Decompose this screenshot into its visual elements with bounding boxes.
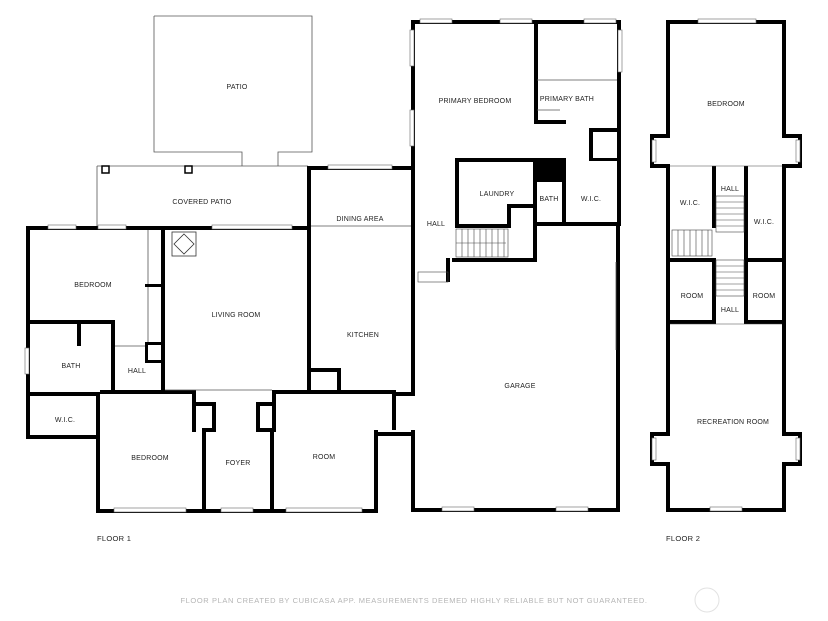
patio-outline bbox=[96, 15, 313, 226]
room-label-f2-hall-top: HALL bbox=[721, 186, 739, 193]
floor2-label: FLOOR 2 bbox=[666, 534, 700, 543]
room-label-f2-hall-bottom: HALL bbox=[721, 307, 739, 314]
room-label-kitchen: KITCHEN bbox=[347, 332, 379, 339]
room-label-f2-wic-left: W.I.C. bbox=[680, 200, 700, 207]
room-label-f2-room-left: ROOM bbox=[681, 293, 704, 300]
room-labels: PATIO COVERED PATIO DINING AREA PRIMARY … bbox=[55, 84, 775, 467]
floor2-windows bbox=[651, 18, 801, 512]
floor1-label: FLOOR 1 bbox=[97, 534, 131, 543]
room-label-bedroom-west: BEDROOM bbox=[74, 282, 112, 289]
floor2-details bbox=[670, 165, 782, 325]
room-label-covered-patio: COVERED PATIO bbox=[172, 199, 231, 206]
cubicasa-logo bbox=[694, 587, 720, 613]
room-label-dining-area: DINING AREA bbox=[336, 216, 383, 223]
room-label-foyer: FOYER bbox=[225, 460, 250, 467]
room-label-bath-upper: BATH bbox=[540, 196, 559, 203]
room-label-primary-bath: PRIMARY BATH bbox=[540, 96, 594, 103]
floor1-walls bbox=[26, 20, 621, 513]
room-label-patio: PATIO bbox=[227, 84, 248, 91]
room-label-wic-primary: W.I.C. bbox=[581, 196, 601, 203]
room-label-wic-west: W.I.C. bbox=[55, 417, 75, 424]
room-label-f2-bedroom: BEDROOM bbox=[707, 101, 745, 108]
room-label-bath-west: BATH bbox=[62, 363, 81, 370]
room-label-hall-main: HALL bbox=[427, 221, 445, 228]
floor1-windows bbox=[24, 18, 623, 513]
room-label-laundry: LAUNDRY bbox=[480, 191, 515, 198]
room-label-f2-recreation: RECREATION ROOM bbox=[697, 419, 769, 426]
room-label-f2-wic-right: W.I.C. bbox=[754, 219, 774, 226]
footer-disclaimer: FLOOR PLAN CREATED BY CUBICASA APP. MEAS… bbox=[180, 596, 647, 605]
room-label-living-room: LIVING ROOM bbox=[212, 312, 261, 319]
floor1-details bbox=[115, 79, 617, 391]
room-label-f2-room-right: ROOM bbox=[753, 293, 776, 300]
room-label-garage: GARAGE bbox=[504, 383, 535, 390]
room-label-room-south: ROOM bbox=[313, 454, 336, 461]
room-label-bedroom-south: BEDROOM bbox=[131, 455, 169, 462]
room-label-hall-west: HALL bbox=[128, 368, 146, 375]
room-label-primary-bedroom: PRIMARY BEDROOM bbox=[439, 98, 512, 105]
